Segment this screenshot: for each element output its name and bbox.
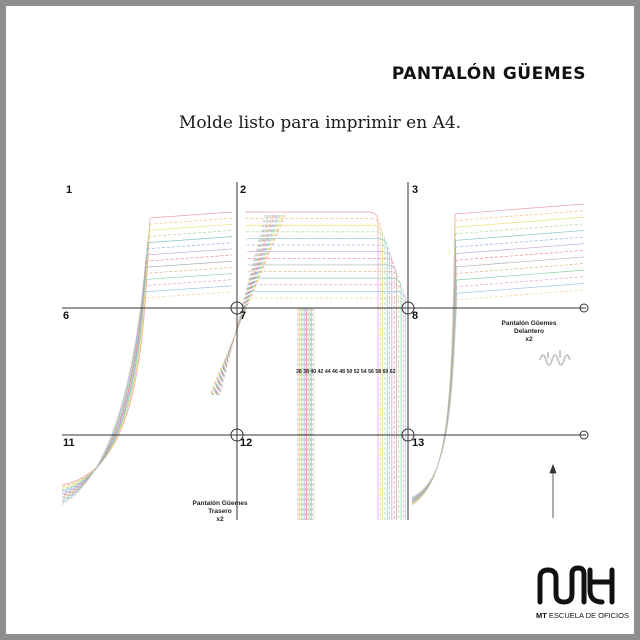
right-leg-contour: [411, 213, 456, 506]
back-piece-contour: [61, 279, 233, 503]
size-range-label: 36 38 40 42 44 46 48 50 52 54 56 58 60 6…: [296, 369, 396, 375]
tile-grid: [62, 182, 589, 520]
back-piece-name: Pantalón Güemes: [193, 500, 248, 507]
dart-contour: [209, 214, 286, 396]
front-piece-qty: x2: [525, 336, 533, 343]
right-contour: [454, 289, 585, 301]
right-contour: [454, 256, 585, 268]
right-leg-contour: [411, 247, 457, 503]
page-subtitle: Molde listo para imprimir en A4.: [178, 113, 462, 133]
right-contour: [454, 276, 585, 288]
right-contour: [454, 236, 585, 248]
front-piece-contour: [246, 231, 386, 520]
front-piece-part: Delantero: [514, 328, 544, 335]
right-leg-contour: [411, 227, 456, 505]
right-leg-contour: [411, 299, 458, 498]
dart-contour: [215, 214, 275, 396]
back-piece-qty: x2: [216, 516, 224, 523]
right-leg-contour: [411, 253, 457, 502]
page-title: PANTALÓN GÜEMES: [391, 64, 586, 84]
dart-contour: [211, 214, 281, 396]
tile-number: 8: [412, 310, 418, 322]
right-contour: [454, 230, 585, 241]
right-contour: [454, 203, 585, 215]
front-piece-contour: [248, 277, 402, 520]
back-piece-contour: [61, 285, 233, 504]
dart-contour: [215, 214, 274, 396]
dart-contour: [213, 214, 278, 396]
back-piece-contour: [61, 236, 233, 492]
dart-contour: [216, 214, 272, 396]
front-piece-contour: [250, 297, 409, 520]
tile-number: 6: [63, 310, 69, 322]
back-piece-contour: [61, 267, 233, 500]
back-piece-contour: [61, 260, 233, 498]
back-piece-part: Trasero: [208, 508, 232, 515]
tile-number: 7: [240, 310, 246, 322]
dart-contour: [214, 214, 277, 396]
front-piece-contour: [248, 264, 397, 520]
grain-arrow: [549, 463, 557, 518]
back-piece-contour: [61, 248, 233, 495]
back-piece-contour: [61, 223, 233, 489]
brand-logo: [537, 565, 615, 605]
dart-contour: [217, 214, 270, 396]
right-leg-contour: [411, 260, 457, 501]
back-piece-contour: [61, 217, 233, 487]
size-contours: [61, 203, 585, 520]
dart-contour: [210, 214, 284, 396]
tile-number: 11: [63, 437, 75, 449]
front-piece-contour: [245, 211, 379, 520]
dart-contour: [218, 214, 269, 396]
right-contour: [454, 216, 585, 228]
page-card: [6, 6, 634, 634]
front-piece-contour: [246, 238, 388, 520]
right-leg-contour: [411, 240, 456, 503]
tile-number: 1: [66, 184, 72, 196]
front-piece-contour: [245, 224, 383, 520]
right-contour: [454, 210, 585, 221]
right-contour: [454, 243, 585, 255]
right-contour: [454, 223, 585, 235]
watermark-logo: [539, 350, 571, 366]
dart-contour: [212, 214, 280, 396]
back-piece-contour: [61, 254, 233, 497]
tile-number: 2: [240, 184, 246, 196]
right-contour: [454, 263, 585, 274]
back-piece-contour: [61, 211, 233, 486]
front-piece-contour: [245, 218, 381, 520]
right-contour: [454, 249, 585, 261]
tile-number: 3: [412, 184, 418, 196]
tile-number: 13: [412, 437, 424, 449]
front-piece-name: Pantalón Güemes: [502, 320, 557, 327]
front-piece-contour: [247, 251, 393, 520]
front-piece-contour: [247, 257, 395, 520]
front-piece-contour: [246, 244, 390, 520]
front-piece-contour: [249, 291, 407, 520]
right-contour: [454, 283, 585, 294]
dart-contour: [218, 214, 267, 396]
back-piece-contour: [61, 230, 233, 490]
dart-contour: [211, 214, 283, 396]
tile-number: 12: [240, 437, 252, 449]
right-leg-contour: [411, 220, 456, 505]
front-piece-contour: [249, 284, 404, 520]
right-contour: [454, 269, 585, 281]
right-leg-contour: [411, 233, 456, 504]
front-piece-contour: [248, 271, 400, 520]
brand-name: MT ESCUELA DE OFICIOS: [536, 611, 629, 620]
back-piece-contour: [61, 291, 233, 506]
